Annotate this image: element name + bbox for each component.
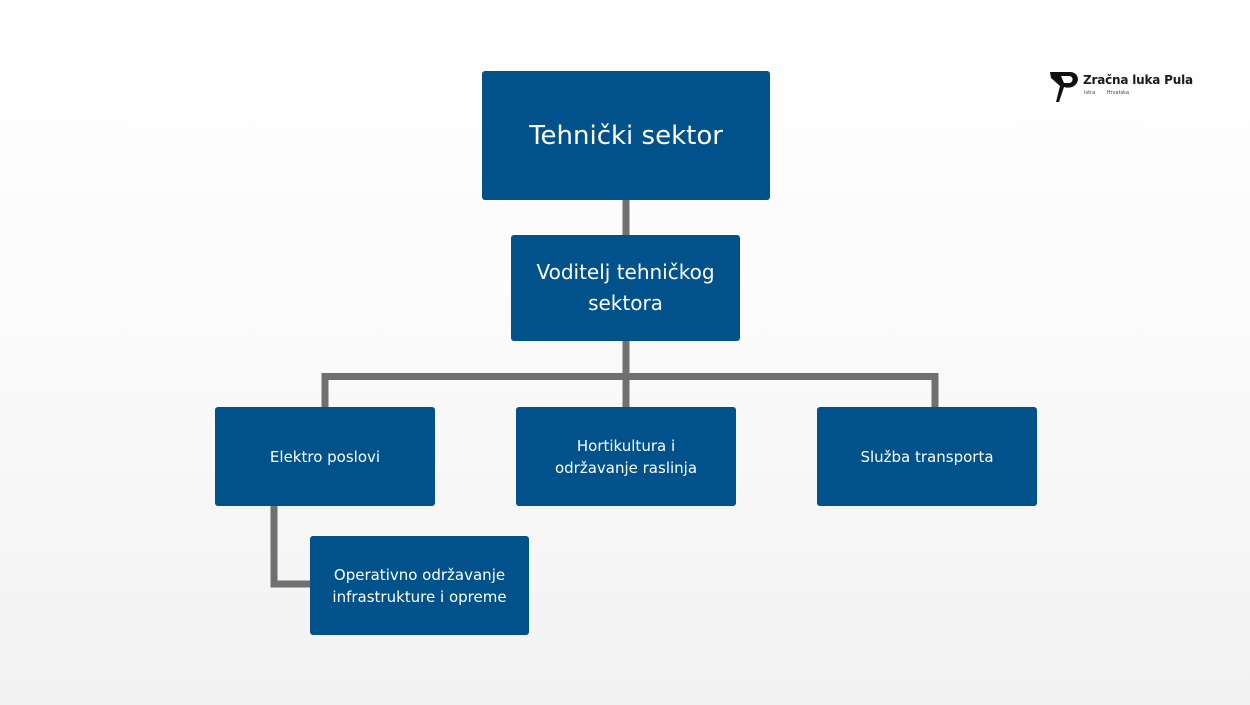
node-hortikultura-label-line2: održavanje raslinja: [554, 458, 698, 477]
node-tehnicki-sektor: Tehnički sektor: [482, 71, 770, 200]
node-voditelj-label-line2: sektora: [588, 291, 663, 315]
connector-elektro-to-operativno: [270, 502, 314, 588]
logo-subtitle-right: Hrvatska: [1106, 90, 1130, 96]
connector-branch-bar: [321, 373, 939, 411]
node-operativno-label: Operativno održavanje infrastrukture i o…: [332, 564, 506, 608]
node-hortikultura-label-line1: Hortikultura i: [576, 436, 676, 455]
node-operativno-odrzavanje: Operativno održavanje infrastrukture i o…: [310, 536, 529, 635]
node-operativno-label-line1: Operativno održavanje: [333, 565, 506, 584]
logo-subtitle-left: Istra: [1084, 90, 1096, 96]
node-voditelj-tehnickog-sektora: Voditelj tehničkog sektora: [511, 235, 740, 341]
node-elektro-poslovi-label: Elektro poslovi: [269, 447, 381, 466]
node-sluzba-transporta: Služba transporta: [817, 407, 1037, 506]
node-hortikultura: Hortikultura i održavanje raslinja: [516, 407, 736, 506]
airport-logo: Zračna luka Pula Istra Hrvatska: [1048, 70, 1193, 106]
plane-tail-logo-icon: [1050, 72, 1078, 102]
node-elektro-poslovi: Elektro poslovi: [215, 407, 435, 506]
node-tehnicki-sektor-label: Tehnički sektor: [529, 120, 723, 151]
node-sluzba-transporta-label: Služba transporta: [860, 447, 994, 466]
node-voditelj-label: Voditelj tehničkog sektora: [536, 257, 714, 319]
logo-name: Zračna luka Pula: [1083, 73, 1193, 87]
logo-subtitle: Istra Hrvatska: [1084, 90, 1129, 96]
node-hortikultura-label: Hortikultura i održavanje raslinja: [555, 435, 697, 479]
node-voditelj-label-line1: Voditelj tehničkog: [536, 260, 715, 284]
node-operativno-label-line2: infrastrukture i opreme: [332, 587, 507, 606]
